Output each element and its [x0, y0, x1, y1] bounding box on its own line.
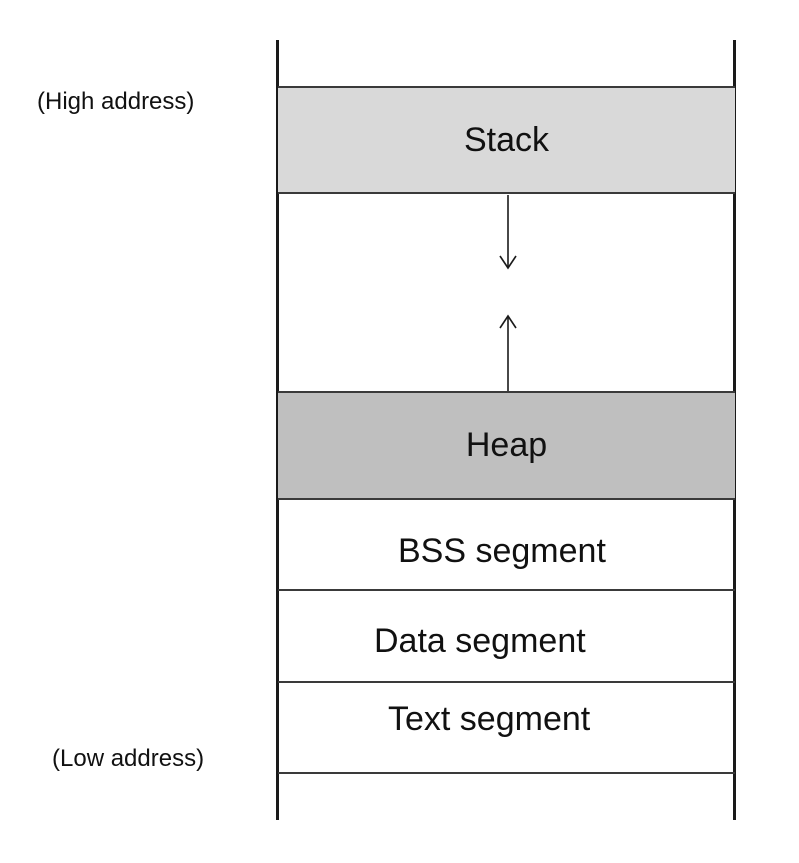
- low-address-label: (Low address): [52, 745, 205, 772]
- stack-label: Stack: [463, 120, 550, 159]
- stack-growth-down-arrow: [499, 195, 517, 270]
- left-boundary-line: [276, 40, 279, 820]
- bss-segment-label: BSS segment: [398, 532, 606, 570]
- heap-label: Heap: [465, 426, 548, 464]
- high-address-label: (High address): [37, 88, 195, 115]
- text-bottom-divider: [278, 772, 735, 774]
- heap-growth-up-arrow: [499, 314, 517, 391]
- data-text-divider: [278, 681, 735, 683]
- stack-segment: Stack: [278, 86, 735, 194]
- heap-segment: Heap: [278, 391, 735, 500]
- data-segment-label: Data segment: [374, 622, 586, 660]
- bss-data-divider: [278, 589, 735, 591]
- text-segment-label: Text segment: [388, 700, 591, 738]
